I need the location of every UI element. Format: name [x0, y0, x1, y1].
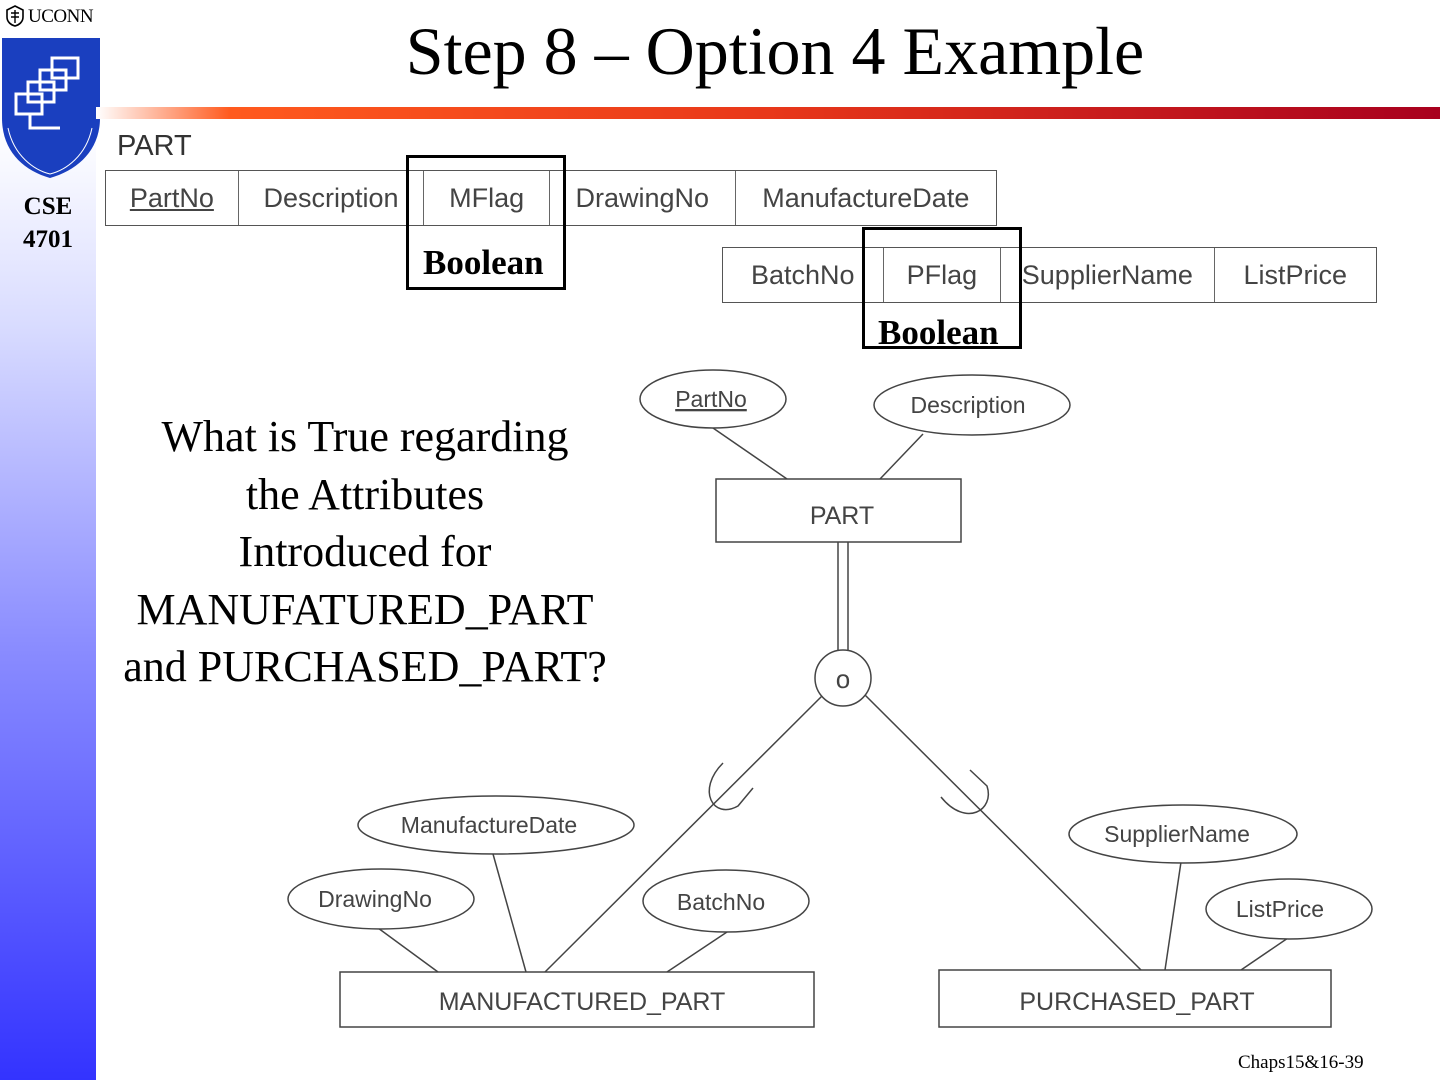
edge-listprice-subclass — [1240, 937, 1289, 971]
entity-box-manufactured-part — [339, 971, 815, 1028]
question-line-5: and PURCHASED_PART? — [123, 642, 607, 691]
subset-symbol-manufactured — [708, 762, 754, 811]
edge-suppliername-subclass — [1164, 861, 1182, 971]
course-line-1: CSE — [23, 193, 73, 220]
edge-batchno-subclass — [666, 931, 728, 973]
question-line-3: Introduced for — [238, 527, 492, 576]
edge-manufacturedate-subclass — [492, 853, 527, 973]
edge-circle-purchased — [863, 693, 1142, 971]
attr-label-listprice: ListPrice — [1236, 896, 1324, 922]
schema-row-2: BatchNo PFlag SupplierName ListPrice — [722, 247, 1377, 303]
slide-footer: Chaps15&16-39 — [1238, 1052, 1364, 1073]
attr-ellipse-description — [873, 374, 1071, 436]
question-line-1: What is True regarding — [161, 412, 569, 461]
title-divider — [96, 107, 1440, 119]
entity-label-manufactured-part: MANUFACTURED_PART — [439, 988, 726, 1016]
pflag-type-label: Boolean — [878, 313, 999, 352]
schema-cell-manufacturedate: ManufactureDate — [734, 171, 996, 225]
schema-cell-pflag: PFlag — [882, 248, 1001, 302]
attr-label-manufacturedate: ManufactureDate — [401, 812, 577, 838]
overlap-constraint-label: o — [836, 664, 850, 694]
entity-box-part — [715, 478, 962, 543]
university-name: UCONN — [28, 6, 94, 27]
schema-cell-description: Description — [237, 171, 424, 225]
attr-ellipse-drawingno — [287, 868, 475, 930]
schema-cell-suppliername: SupplierName — [1000, 248, 1213, 302]
edge-description-part — [879, 433, 924, 480]
edge-drawingno-subclass — [377, 927, 439, 973]
schema-key-partno: PartNo — [129, 182, 214, 213]
course-code: CSE 4701 — [0, 190, 96, 256]
attr-label-partno: PartNo — [675, 386, 747, 412]
schema-cell-drawingno: DrawingNo — [549, 171, 735, 225]
attr-ellipse-suppliername — [1068, 804, 1298, 864]
uconn-crest-icon — [6, 5, 24, 27]
schema-table-name: PART — [117, 130, 192, 162]
question-line-2: the Attributes — [245, 469, 485, 519]
cse-logo-icon — [2, 38, 100, 178]
edge-circle-manufactured — [544, 693, 825, 973]
schema-cell-mflag: MFlag — [423, 171, 549, 225]
schema-row-1: PartNo Description MFlag DrawingNo Manuf… — [105, 170, 997, 226]
slide-title: Step 8 – Option 4 Example — [405, 13, 1145, 89]
attr-label-suppliername: SupplierName — [1104, 821, 1250, 847]
attr-ellipse-batchno — [642, 869, 810, 933]
attr-label-drawingno: DrawingNo — [318, 886, 432, 912]
pflag-highlight-box — [862, 227, 1022, 349]
attr-ellipse-partno — [639, 369, 787, 429]
attr-label-description: Description — [910, 392, 1025, 418]
attr-ellipse-manufacturedate — [357, 795, 635, 855]
entity-label-part: PART — [810, 502, 874, 530]
overlap-circle — [814, 649, 872, 707]
question-text: What is True regarding the Attributes In… — [100, 408, 630, 696]
subset-symbol-purchased — [940, 769, 990, 815]
schema-cell-batchno: BatchNo — [750, 259, 855, 290]
mflag-type-label: Boolean — [423, 243, 544, 282]
question-line-4: MANUFATURED_PART — [136, 584, 594, 634]
attr-label-batchno: BatchNo — [677, 889, 765, 915]
schema-cell-listprice: ListPrice — [1213, 248, 1377, 302]
course-line-2: 4701 — [23, 226, 73, 253]
sidebar — [0, 0, 96, 1080]
mflag-highlight-box — [406, 155, 566, 290]
attr-ellipse-listprice — [1205, 878, 1373, 940]
entity-label-purchased-part: PURCHASED_PART — [1019, 988, 1254, 1016]
edge-partno-part — [712, 427, 788, 480]
schema-cell-partno: PartNo — [106, 171, 238, 225]
entity-box-purchased-part — [938, 969, 1332, 1028]
